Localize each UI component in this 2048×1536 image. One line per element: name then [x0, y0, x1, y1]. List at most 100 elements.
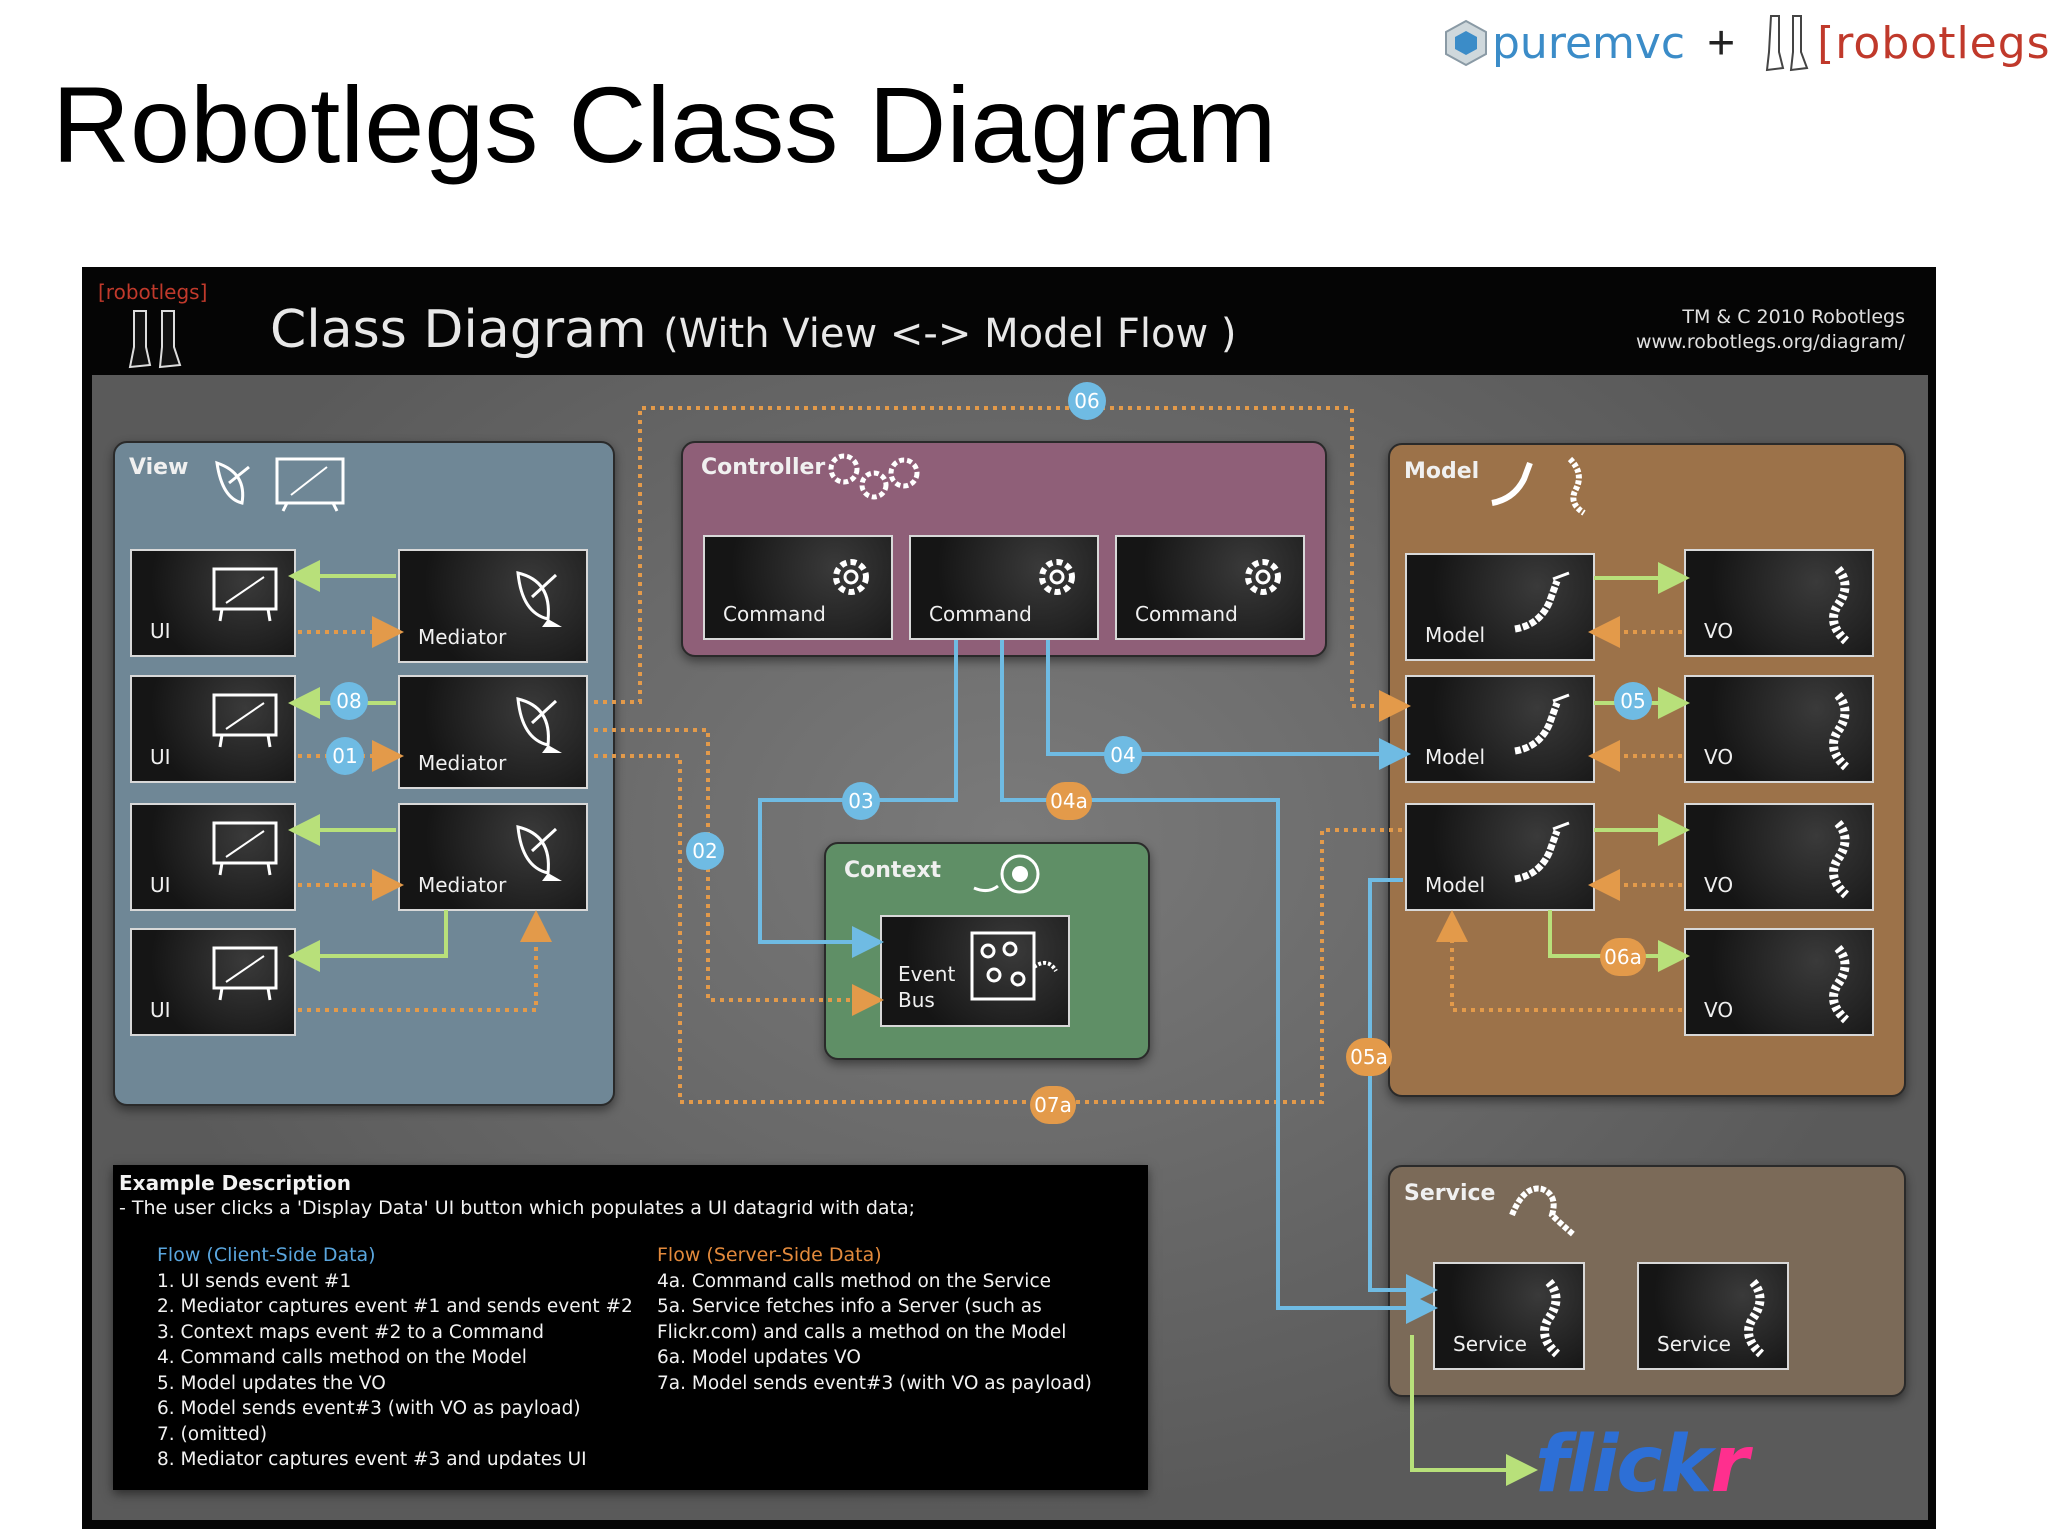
satellite-dish-icon — [215, 457, 345, 512]
model-label: Model — [1425, 873, 1486, 897]
badge-05: 05 — [1614, 682, 1652, 720]
satellite-dish-icon — [516, 571, 562, 627]
badge-06a: 06a — [1600, 938, 1646, 976]
event-bus-box[interactable]: Event Bus — [880, 915, 1070, 1027]
badge-04a: 04a — [1046, 782, 1092, 820]
robot-hand-icon — [1509, 1185, 1576, 1238]
gear-icon — [833, 559, 869, 595]
flow-step: 4. Command calls method on the Model — [157, 1347, 527, 1368]
badge-04: 04 — [1104, 736, 1142, 774]
vo-box[interactable]: VO — [1684, 803, 1874, 911]
client-flow-column: Flow (Client-Side Data) 1. UI sends even… — [157, 1243, 633, 1473]
robot-leg-icon — [1829, 820, 1850, 899]
model-label: Model — [1425, 623, 1486, 647]
puremvc-logo-text: puremvc — [1492, 17, 1686, 69]
robotlegs-mascot-icon — [128, 310, 182, 369]
flow-step: 2. Mediator captures event #1 and sends … — [157, 1296, 633, 1317]
vo-box[interactable]: VO — [1684, 928, 1874, 1036]
flow-step: 6. Model sends event#3 (with VO as paylo… — [157, 1398, 581, 1419]
service-label: Service — [1453, 1332, 1527, 1356]
mediator-box[interactable]: Mediator — [398, 803, 588, 911]
badge-05a: 05a — [1346, 1038, 1392, 1076]
slide-title: Robotlegs Class Diagram — [52, 64, 1277, 185]
ui-label: UI — [150, 998, 171, 1022]
diagram-title: Class Diagram (With View <-> Model Flow … — [270, 300, 1237, 360]
ui-label: UI — [150, 873, 171, 897]
vo-box[interactable]: VO — [1684, 675, 1874, 783]
model-box[interactable]: Model — [1405, 553, 1595, 661]
context-panel-label: Context — [844, 858, 942, 883]
copyright: TM & C 2010 Robotlegs www.robotlegs.org/… — [1636, 305, 1905, 355]
gears-icon — [828, 453, 920, 500]
monitor-icon — [212, 946, 278, 1001]
vo-label: VO — [1704, 998, 1734, 1022]
mediator-label: Mediator — [418, 751, 507, 775]
puremvc-cube-icon — [1445, 19, 1487, 67]
ui-box[interactable]: UI — [130, 549, 296, 657]
ui-link-lines — [288, 560, 1690, 1486]
bus-board-icon — [970, 931, 1058, 1001]
controller-panel-label: Controller — [701, 455, 826, 480]
description-intro: - The user clicks a 'Display Data' UI bu… — [119, 1197, 916, 1219]
diagram-title-main: Class Diagram — [270, 300, 647, 360]
view-panel-label: View — [129, 455, 189, 480]
server-flow-heading: Flow (Server-Side Data) — [657, 1244, 882, 1266]
flow-step: Flickr.com) and calls a method on the Mo… — [657, 1321, 1067, 1343]
badge-07a: 07a — [1030, 1086, 1076, 1124]
monitor-icon — [212, 821, 278, 876]
monitor-icon — [212, 693, 278, 748]
badge-08: 08 — [330, 682, 368, 720]
flow-step: 5. Model updates the VO — [157, 1372, 386, 1394]
flickr-logo-tail: r — [1710, 1420, 1749, 1510]
robotlegs-small-brand: [robotlegs] — [98, 280, 208, 304]
monitor-icon — [212, 567, 278, 622]
vo-label: VO — [1704, 619, 1734, 643]
flow-step: 7. (omitted) — [157, 1423, 268, 1445]
robot-arm-icon — [1514, 821, 1570, 883]
service-box[interactable]: Service — [1637, 1262, 1789, 1370]
example-description: Example Description - The user clicks a … — [113, 1165, 1148, 1490]
flow-step: 6a. Model updates VO — [657, 1347, 861, 1368]
mediator-label: Mediator — [418, 625, 507, 649]
robot-leg-icon — [1829, 692, 1850, 771]
ui-label: UI — [150, 745, 171, 769]
vo-label: VO — [1704, 873, 1734, 897]
description-title: Example Description — [119, 1171, 351, 1195]
copyright-url: www.robotlegs.org/diagram/ — [1635, 331, 1905, 353]
command-label: Command — [723, 602, 826, 626]
ui-box[interactable]: UI — [130, 803, 296, 911]
vo-label: VO — [1704, 745, 1734, 769]
mediator-box[interactable]: Mediator — [398, 549, 588, 663]
command-box[interactable]: Command — [1115, 535, 1305, 640]
command-box[interactable]: Command — [703, 535, 893, 640]
badge-01: 01 — [326, 737, 364, 775]
badge-03: 03 — [842, 782, 880, 820]
service-box[interactable]: Service — [1433, 1262, 1585, 1370]
vo-box[interactable]: VO — [1684, 549, 1874, 657]
ui-box[interactable]: UI — [130, 928, 296, 1036]
flow-step: 1. UI sends event #1 — [157, 1270, 352, 1292]
gear-icon — [1245, 559, 1281, 595]
robotlegs-legs-icon — [1766, 15, 1809, 72]
badge-02: 02 — [686, 832, 724, 870]
model-box[interactable]: Model — [1405, 675, 1595, 783]
robotlegs-logo-text: [robotlegs] — [1817, 17, 2048, 69]
client-flow-lines — [758, 640, 1438, 1324]
copyright-line: TM & C 2010 Robotlegs — [1682, 306, 1905, 328]
mediator-box[interactable]: Mediator — [398, 675, 588, 789]
flickr-logo: flickr — [1535, 1420, 1749, 1510]
ui-box[interactable]: UI — [130, 675, 296, 783]
model-box[interactable]: Model — [1405, 803, 1595, 911]
logo-bar: puremvc + [robotlegs] — [1440, 8, 2048, 78]
server-flow-lines — [298, 406, 1682, 1104]
satellite-dish-icon — [516, 825, 562, 881]
flow-step: 7a. Model sends event#3 (with VO as payl… — [657, 1372, 1092, 1394]
client-flow-heading: Flow (Client-Side Data) — [157, 1244, 376, 1266]
command-box[interactable]: Command — [909, 535, 1099, 640]
diagram-subtitle: (With View <-> Model Flow ) — [663, 311, 1237, 357]
robot-leg-icon — [1540, 1279, 1561, 1358]
event-bus-label-line1: Event — [898, 962, 956, 986]
satellite-dish-icon — [516, 697, 562, 753]
server-flow-column: Flow (Server-Side Data) 4a. Command call… — [657, 1243, 1092, 1396]
